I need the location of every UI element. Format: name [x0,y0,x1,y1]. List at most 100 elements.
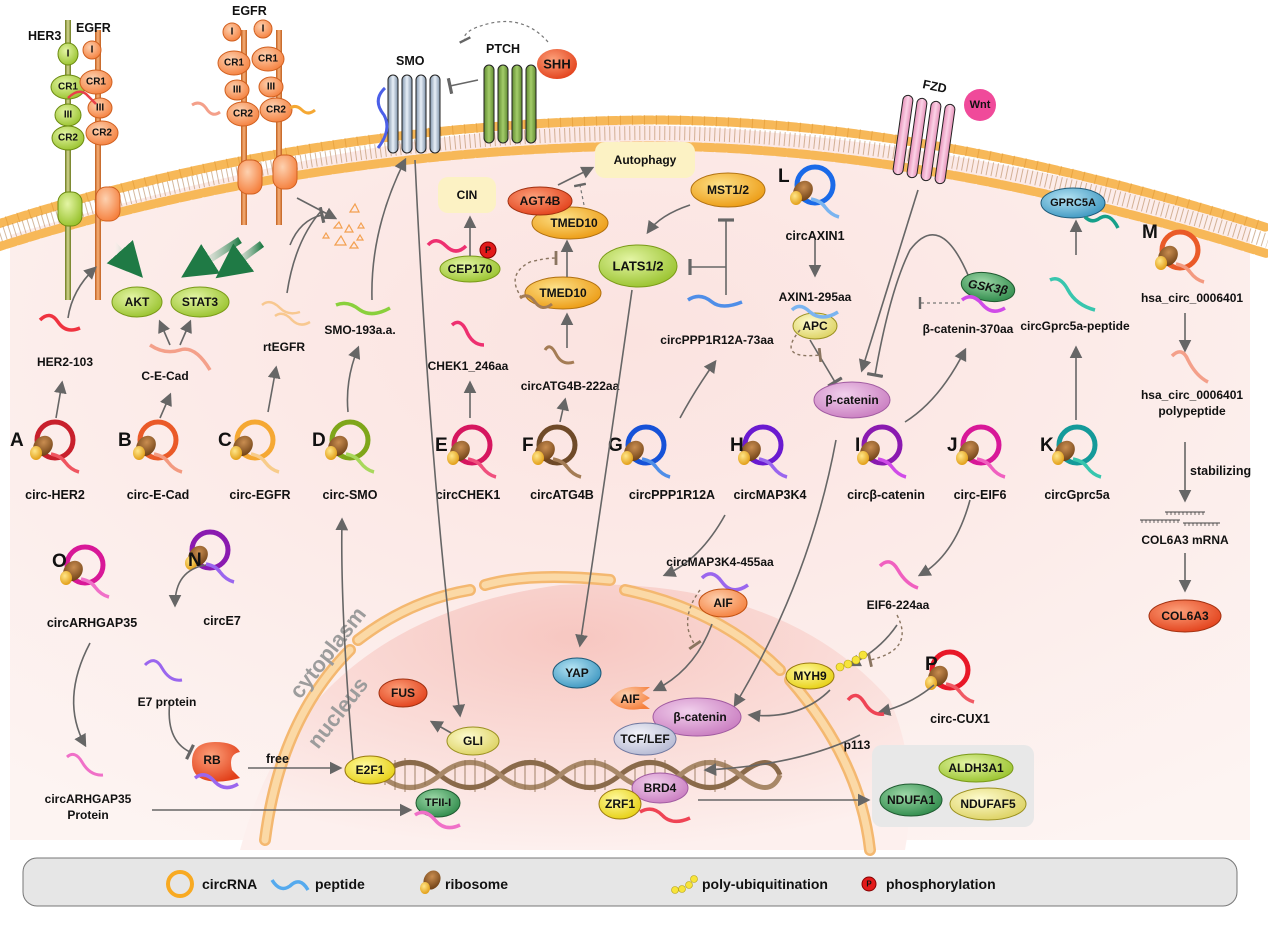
stabilizing-label: stabilizing [1190,464,1251,478]
egfr-receptor-left: I CR1 III CR2 [67,30,121,300]
her3-receptor: I CR1 III CR2 [50,20,86,300]
circrna-letter-label: A [10,430,24,451]
svg-text:COL6A3 mRNA: COL6A3 mRNA [1141,533,1229,547]
axin1-295-bound-peptide [790,304,839,319]
circrna-name-label: circ-SMO [323,488,378,502]
agt4b-to-autophagy-arrow [557,166,595,186]
gli-node: GLI [446,726,500,756]
ribosome-small-subunit-icon [60,571,72,585]
e2f1-node: E2F1 [344,755,396,785]
circrna-letter-label: M [1142,222,1158,243]
ribosome-small-subunit-icon [230,446,242,460]
svg-text:CR1: CR1 [58,82,78,93]
svg-text:β-catenin: β-catenin [673,710,726,724]
svg-text:III: III [267,82,276,93]
svg-text:circATG4B-222aa: circATG4B-222aa [521,379,620,393]
egfr-to-degradation-arrow [296,197,338,220]
akt-node: AKT [111,286,163,318]
svg-text:C-E-Cad: C-E-Cad [141,369,188,383]
svg-text:NDUFAF5: NDUFAF5 [960,797,1016,811]
svg-text:CR1: CR1 [224,58,244,69]
yap-node: YAP [552,657,602,689]
stat3-node: STAT3 [170,286,230,318]
svg-text:I: I [262,24,265,35]
peptide-arhgap35-protein: circARHGAP35 Protein [45,752,132,822]
legend: circRNA peptide ribosome poly-ubiquitina… [22,857,1238,907]
ribosome-small-subunit-icon [1155,256,1167,270]
svg-text:MST1/2: MST1/2 [707,183,749,197]
svg-text:ALDH3A1: ALDH3A1 [948,761,1004,775]
peptide-icon [270,879,310,891]
nascent-peptide-icon [153,452,183,474]
map3k4-455-inhibits-aif [687,589,702,651]
circrna-letter-label: L [778,166,790,187]
svg-text:P: P [866,880,872,889]
svg-text:GPRC5A: GPRC5A [1050,197,1096,209]
egfr-left-label: EGFR [76,21,111,35]
svg-text:I: I [91,45,94,56]
peptide-ppp1r12a-73: circPPP1R12A-73aa [660,294,774,347]
ribosome-small-subunit-icon [185,556,197,570]
smo-193-bound-peptide [376,86,389,149]
svg-text:Protein: Protein [67,808,108,822]
ptch-receptor [483,64,537,144]
svg-text:TMED10: TMED10 [550,216,598,230]
svg-text:AKT: AKT [125,295,150,309]
circrna-letter-label: G [608,435,623,456]
ribosome-small-subunit-icon [956,451,968,465]
cin-box: CIN [438,177,496,213]
her3-label: HER3 [28,29,61,43]
egfr-right-label: EGFR [232,4,267,18]
peptide-beta-catenin-370-label: β-catenin-370aa [923,322,1014,336]
circrna-letter-label: J [947,435,958,456]
circeif6-to-eif6-224-arrow [917,499,971,577]
peptide-smo-193: SMO-193a.a. [324,301,396,337]
ribosome-small-subunit-icon [621,451,633,465]
rtegfr-inhibits-degradation [289,206,326,246]
circrna-name-label: circAXIN1 [785,229,844,243]
svg-text:BRD4: BRD4 [644,781,677,795]
nuclear-translocation-arrows [72,159,971,817]
aif-nuclear-node: AIF [610,686,650,710]
fus-to-circ-smo-arrow [335,517,356,783]
circrna-letter-label: N [188,550,202,571]
circcux1-to-p113-arrow [877,684,935,716]
svg-text:CR1: CR1 [258,54,278,65]
svg-text:HER2-103: HER2-103 [37,355,93,369]
p113-bound-peptide [639,807,691,824]
aldh3a1-node: ALDH3A1 [938,753,1014,783]
mst12-node: MST1/2 [690,172,766,208]
gprc5a-node: GPRC5A [1040,187,1106,219]
fzd-receptor [892,94,956,185]
nascent-peptide-icon [80,577,110,599]
circrna-letter-label: C [218,430,232,451]
ribosome-small-subunit-icon [532,451,544,465]
svg-text:CIN: CIN [457,188,478,202]
gsk3b-node: GSK3β [960,271,1016,303]
svg-text:SMO-193a.a.: SMO-193a.a. [324,323,395,337]
col6a3-mrna: COL6A3 mRNA [1140,511,1229,547]
apc-node: APC [792,312,838,340]
ribosome-small-subunit-icon [738,451,750,465]
egfr-degradation-fragments [321,202,366,249]
nascent-peptide-icon [1175,262,1205,284]
col6a3-node: COL6A3 [1148,599,1222,633]
circrna-name-label: circGprc5a [1044,488,1110,502]
nascent-peptide-icon [877,457,907,479]
svg-text:AIF: AIF [620,692,639,706]
svg-text:CR2: CR2 [58,133,78,144]
svg-text:I: I [67,49,70,60]
circrna-letter-label: P [925,654,938,675]
peptide-e7-protein: E7 protein [138,659,196,709]
svg-text:AGT4B: AGT4B [520,194,561,208]
ptch-inhibits-smo [446,77,479,95]
eif6-224-peptide: EIF6-224aa [867,560,930,612]
svg-text:P: P [485,245,491,255]
axin1-295-inhibits-apc [790,329,823,363]
tmed10-bottom-node: TMED10 [524,276,602,310]
